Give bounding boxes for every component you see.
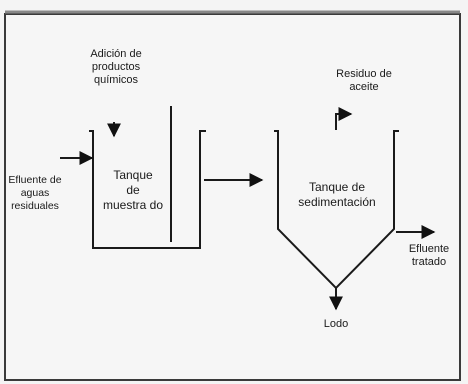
sedimentation-tank-line-1: Tanque de xyxy=(308,180,366,194)
influent-line-2: aguas xyxy=(20,187,50,199)
influent-label: Efluente de aguas residuales xyxy=(4,174,66,213)
sludge-label: Lodo xyxy=(323,318,349,330)
chemical-addition-label: Adición de productos químicos xyxy=(76,48,156,87)
chemical-addition-line-1: Adición de xyxy=(90,48,142,60)
oil-outlet-arrow xyxy=(335,107,353,130)
chemical-addition-line-2: productos xyxy=(91,61,141,73)
mixing-tank-line-2: de xyxy=(126,183,140,197)
diagram-frame xyxy=(4,13,461,381)
oil-residue-label: Residuo de aceite xyxy=(326,68,402,94)
treated-effluent-line-1: Efluente xyxy=(408,243,450,255)
mixing-tank xyxy=(89,130,206,249)
influent-line-3: residuales xyxy=(11,200,59,212)
mixing-tank-line-3: muestra do xyxy=(102,198,164,212)
mixing-tank-line-1: Tanque xyxy=(113,168,153,182)
sedimentation-tank-label: Tanque de sedimentación xyxy=(286,180,388,210)
influent-line-1: Efluente de xyxy=(8,174,62,186)
oil-residue-line-1: Residuo de xyxy=(336,68,392,80)
sedimentation-tank-line-2: sedimentación xyxy=(298,195,376,209)
chemical-addition-line-3: químicos xyxy=(93,74,139,86)
treated-effluent-line-2: tratado xyxy=(411,256,447,268)
oil-residue-line-2: aceite xyxy=(349,81,379,93)
mixing-tank-label: Tanque de muestra do xyxy=(98,168,168,213)
treated-effluent-label: Efluente tratado xyxy=(398,243,460,269)
